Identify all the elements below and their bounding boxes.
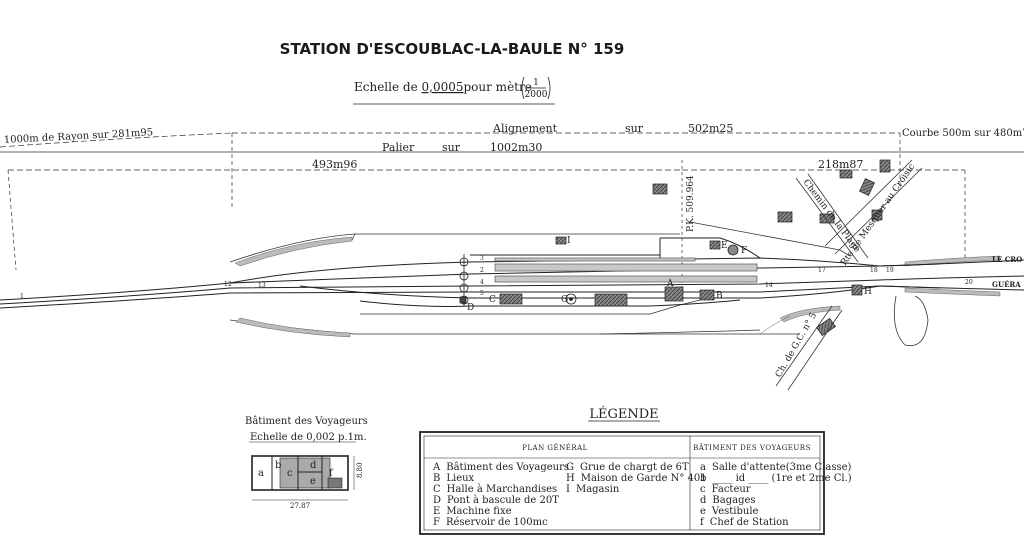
svg-text:4: 4 bbox=[480, 279, 484, 286]
building-c-halle bbox=[499, 293, 523, 305]
buildings bbox=[459, 159, 891, 337]
svg-text:f: f bbox=[329, 468, 334, 479]
equipment-circles bbox=[565, 244, 739, 305]
dest-guerande: GUÉRA bbox=[992, 280, 1021, 289]
pk-label: P.K. 509.964 bbox=[686, 175, 696, 232]
svg-text:19: 19 bbox=[886, 267, 894, 274]
legend: LÉGENDE PLAN GÉNÉRAL BÂTIMENT DES VOYAGE… bbox=[419, 406, 852, 535]
svg-text:d: d bbox=[310, 460, 317, 471]
svg-text:1: 1 bbox=[20, 293, 24, 300]
legend-title: LÉGENDE bbox=[589, 406, 658, 422]
distance-right: 218m87 bbox=[818, 158, 863, 171]
alignement-word: Alignement bbox=[492, 122, 558, 135]
svg-text:c: c bbox=[287, 468, 293, 479]
batiment-scale: Echelle de 0,002 p.1m. bbox=[250, 432, 367, 443]
legend-bat-header: BÂTIMENT DES VOYAGEURS bbox=[693, 443, 811, 452]
svg-text:F: F bbox=[741, 246, 747, 256]
svg-text:1: 1 bbox=[533, 78, 539, 88]
building-a-station bbox=[664, 286, 684, 302]
railway-tracks bbox=[0, 237, 1024, 309]
legend-plan-header: PLAN GÉNÉRAL bbox=[522, 443, 588, 452]
courbe-label: Courbe 500m sur 480m7 bbox=[902, 128, 1024, 139]
svg-text:b____ id ____ (1re et 2me Cl.): b____ id ____ (1re et 2me Cl.) bbox=[700, 473, 852, 484]
svg-text:14: 14 bbox=[765, 282, 773, 289]
batiment-inset: Bâtiment des Voyageurs Echelle de 0,002 … bbox=[245, 416, 368, 510]
plan-letters: A B C D E F G H I bbox=[467, 236, 872, 313]
building-b-lieux bbox=[699, 289, 715, 301]
roads bbox=[775, 159, 929, 391]
page-title: STATION D'ESCOUBLAC-LA-BAULE N° 159 bbox=[280, 40, 625, 58]
svg-text:a: a bbox=[258, 468, 264, 479]
svg-text:8.80: 8.80 bbox=[356, 462, 364, 478]
svg-text:H: H bbox=[864, 287, 872, 297]
alignement-sur: sur bbox=[625, 122, 644, 135]
svg-text:12: 12 bbox=[224, 281, 232, 288]
svg-text:b: b bbox=[275, 460, 281, 471]
embankment-slopes bbox=[234, 236, 1001, 338]
building-c-halle-2 bbox=[594, 293, 628, 307]
svg-text:B: B bbox=[716, 291, 723, 301]
svg-text:27.87: 27.87 bbox=[290, 502, 310, 510]
building-i-magasin bbox=[555, 236, 567, 245]
distance-left: 493m96 bbox=[312, 158, 357, 171]
platforms bbox=[494, 257, 758, 283]
building-e-machine bbox=[709, 240, 721, 250]
svg-text:17: 17 bbox=[818, 267, 826, 274]
palier-word: Palier bbox=[382, 141, 415, 154]
svg-text:2: 2 bbox=[480, 267, 484, 274]
svg-text:G: G bbox=[561, 295, 568, 305]
svg-text:13: 13 bbox=[258, 282, 266, 289]
svg-text:E: E bbox=[721, 241, 728, 251]
svg-text:2000: 2000 bbox=[525, 90, 548, 100]
building-h-garde bbox=[851, 284, 863, 296]
svg-text:Echelle de 0,0005pour mètre: Echelle de 0,0005pour mètre bbox=[354, 80, 532, 94]
radius-label: 1000m de Rayon sur 281m95 bbox=[4, 127, 154, 146]
svg-text:5: 5 bbox=[480, 290, 484, 297]
svg-text:I: I bbox=[567, 236, 571, 246]
svg-text:A: A bbox=[666, 279, 674, 289]
track-numbers: 1 12 13 3 2 4 5 14 17 18 19 20 bbox=[20, 255, 973, 300]
road-gc-5: Ch. de G.C. n° 5 bbox=[774, 311, 819, 380]
plan-scale: Echelle de 0,0005pour mètre 1 2000 bbox=[353, 76, 555, 105]
batiment-title: Bâtiment des Voyageurs bbox=[245, 416, 368, 427]
svg-text:18: 18 bbox=[870, 267, 878, 274]
palier-length: 1002m30 bbox=[490, 141, 542, 154]
dest-croisic: LE CRO bbox=[992, 255, 1022, 264]
svg-text:e: e bbox=[310, 476, 316, 487]
alignement-length: 502m25 bbox=[688, 122, 733, 135]
svg-text:20: 20 bbox=[965, 279, 973, 286]
svg-text:D: D bbox=[467, 303, 474, 313]
palier-sur: sur bbox=[442, 141, 461, 154]
building-d-pont bbox=[459, 296, 467, 304]
svg-text:C: C bbox=[489, 295, 496, 305]
svg-text:3: 3 bbox=[480, 255, 484, 262]
